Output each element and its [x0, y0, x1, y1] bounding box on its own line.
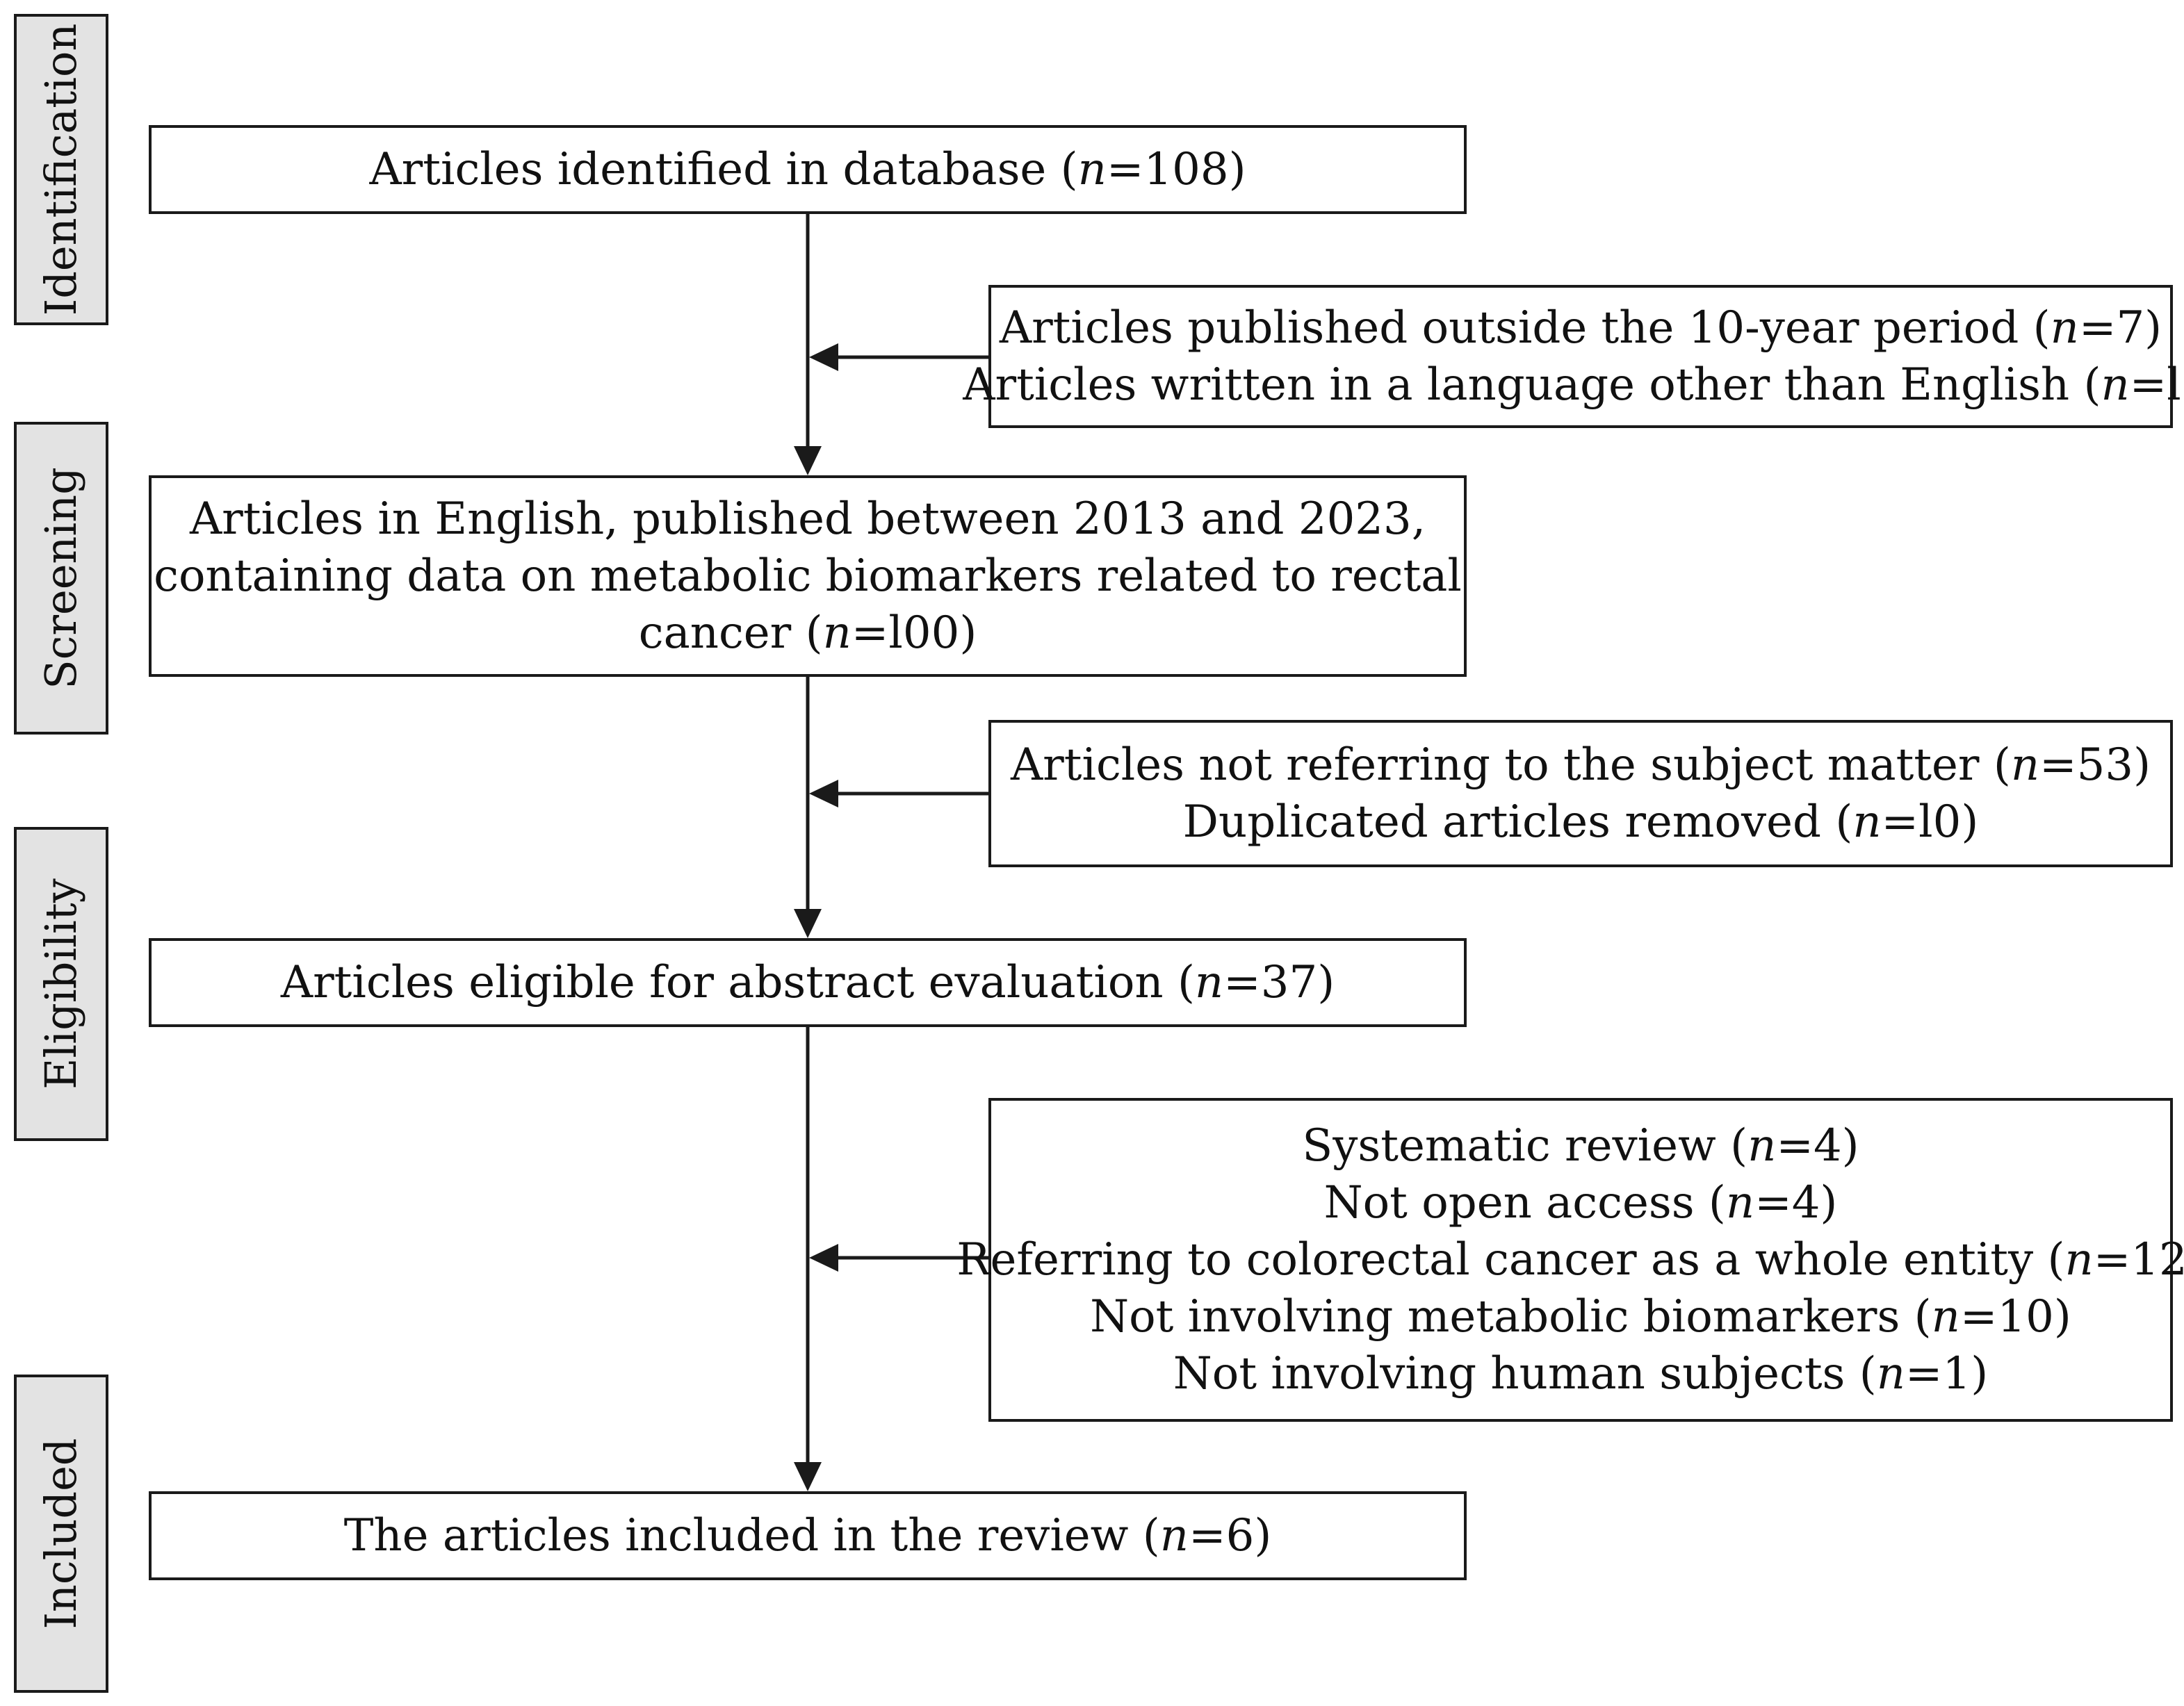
line-text: Duplicated articles removed ( — [1182, 796, 1853, 848]
count-value: =4) — [1776, 1120, 1859, 1172]
count-value: =7) — [2078, 302, 2162, 354]
identified-articles-box: Articles identified in database (n=108) — [149, 125, 1467, 214]
n-symbol: n — [2010, 739, 2040, 791]
phase-screening: Screening — [14, 422, 108, 735]
phase-identification: Identification — [14, 14, 108, 325]
box-text-line: Duplicated articles removed (n=l0) — [1183, 794, 1979, 851]
box-text-line: Not open access (n=4) — [1324, 1174, 1838, 1231]
count-value: =4) — [1754, 1177, 1838, 1229]
n-symbol: n — [2101, 359, 2130, 411]
box-text-line: cancer (n=l00) — [639, 605, 977, 662]
line-text: Systematic review ( — [1302, 1120, 1748, 1172]
included-articles-box: The articles included in the review (n=6… — [149, 1491, 1467, 1580]
line-text: Articles identified in database ( — [369, 144, 1078, 195]
box-text-line: Articles eligible for abstract evaluatio… — [281, 954, 1335, 1011]
arrowhead-left-1 — [809, 343, 838, 371]
box-text-line: Not involving human subjects (n=1) — [1173, 1345, 1988, 1402]
line-text: cancer ( — [638, 607, 823, 659]
excluded-abstract-reasons-box: Systematic review (n=4)Not open access (… — [956, 1098, 2184, 1422]
arrowhead-down-1 — [794, 446, 822, 475]
n-symbol: n — [1725, 1177, 1755, 1229]
arrowhead-down-2 — [794, 909, 822, 938]
arrowhead-left-2 — [809, 780, 838, 807]
box-text-line: Articles identified in database (n=108) — [369, 141, 1246, 198]
count-value: =12) — [2093, 1234, 2184, 1286]
line-text: Articles eligible for abstract evaluatio… — [280, 957, 1195, 1008]
line-text: Articles written in a language other tha… — [963, 359, 2101, 411]
n-symbol: n — [1747, 1120, 1777, 1172]
n-symbol: n — [1194, 957, 1224, 1008]
box-text-line: Systematic review (n=4) — [1302, 1117, 1859, 1174]
count-value: =l0) — [1881, 796, 1979, 848]
count-value: =37) — [1223, 957, 1335, 1008]
n-symbol: n — [1852, 796, 1882, 848]
count-value: =l) — [2129, 359, 2184, 411]
phase-label-included: Included — [35, 1438, 86, 1630]
box-text-line: The articles included in the review (n=6… — [344, 1507, 1272, 1564]
excluded-date-language-box: Articles published outside the 10-year p… — [963, 285, 2184, 428]
box-text-line: Referring to colorectal cancer as a whol… — [956, 1231, 2184, 1288]
count-value: =10) — [1959, 1291, 2071, 1343]
count-value: =6) — [1188, 1510, 1272, 1561]
count-value: =l00) — [851, 607, 977, 659]
box-text-line: Articles published outside the 10-year p… — [1000, 300, 2162, 356]
arrowhead-down-3 — [794, 1462, 822, 1491]
n-symbol: n — [1077, 144, 1107, 195]
excluded-subject-duplicate-box: Articles not referring to the subject ma… — [988, 720, 2173, 867]
line-text: The articles included in the review ( — [343, 1510, 1160, 1561]
count-value: =53) — [2039, 739, 2151, 791]
box-text-line: Not involving metabolic biomarkers (n=10… — [1090, 1288, 2071, 1345]
line-text: Not involving human subjects ( — [1173, 1348, 1877, 1400]
phase-label-eligibility: Eligibility — [35, 878, 86, 1090]
n-symbol: n — [1931, 1291, 1960, 1343]
line-text: Referring to colorectal cancer as a whol… — [956, 1234, 2065, 1286]
n-symbol: n — [2064, 1234, 2094, 1286]
count-value: =108) — [1106, 144, 1246, 195]
phase-included: Included — [14, 1375, 108, 1693]
phase-label-identification: Identification — [35, 23, 86, 316]
eligible-articles-box: Articles eligible for abstract evaluatio… — [149, 938, 1467, 1027]
count-value: =1) — [1905, 1348, 1989, 1400]
line-text: Not open access ( — [1323, 1177, 1726, 1229]
n-symbol: n — [822, 607, 851, 659]
box-text-line: Articles written in a language other tha… — [963, 356, 2184, 413]
n-symbol: n — [1876, 1348, 1905, 1400]
phase-label-screening: Screening — [35, 467, 86, 689]
screened-articles-box: Articles in English, published between 2… — [149, 475, 1467, 677]
box-text-line: Articles not referring to the subject ma… — [1011, 737, 2151, 794]
line-text: Articles not referring to the subject ma… — [1010, 739, 2011, 791]
line-text: Not involving metabolic biomarkers ( — [1090, 1291, 1932, 1343]
box-text-line: containing data on metabolic biomarkers … — [154, 548, 1462, 605]
line-text: Articles in English, published between 2… — [189, 493, 1426, 545]
n-symbol: n — [1159, 1510, 1189, 1561]
box-text-line: Articles in English, published between 2… — [190, 491, 1426, 548]
arrowhead-left-3 — [809, 1244, 838, 1272]
phase-eligibility: Eligibility — [14, 827, 108, 1141]
line-text: containing data on metabolic biomarkers … — [154, 550, 1462, 602]
line-text: Articles published outside the 10-year p… — [999, 302, 2051, 354]
n-symbol: n — [2050, 302, 2079, 354]
